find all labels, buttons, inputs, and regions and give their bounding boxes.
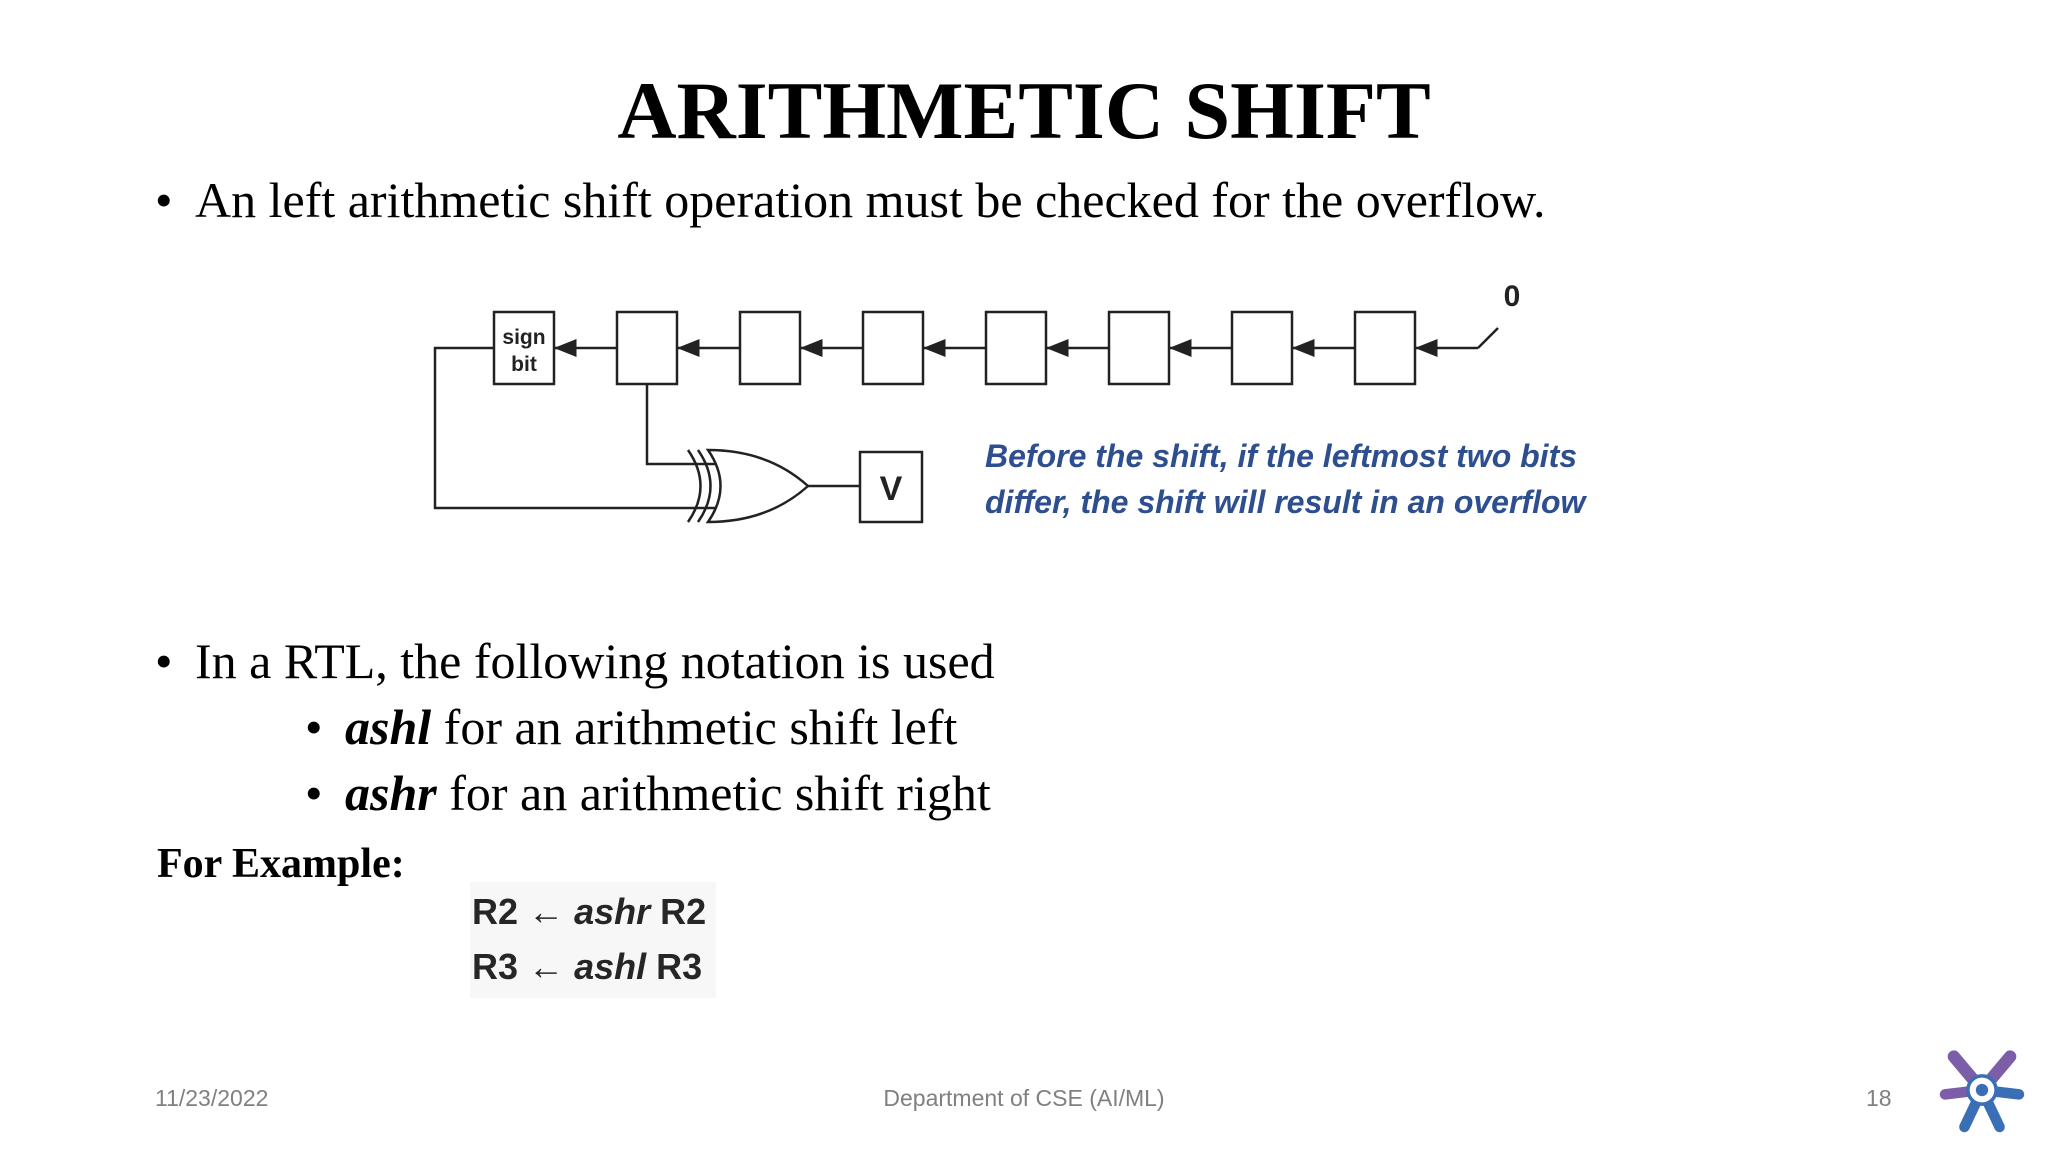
- bullet-text: An left arithmetic shift operation must …: [195, 172, 1546, 228]
- overflow-cell: [858, 450, 924, 524]
- bullet-dot: •: [155, 172, 173, 228]
- overflow-note: Before the shift, if the leftmost two bi…: [985, 438, 1586, 520]
- xor-gate-curve: [696, 449, 712, 523]
- example-src: R2: [660, 891, 707, 932]
- example-op: ashl: [574, 946, 647, 987]
- xor-gate-curve: [686, 449, 702, 523]
- example-line: R3 ← ashl R3: [472, 939, 706, 994]
- institution-logo-icon: [1939, 1050, 2025, 1133]
- term-ashl: ashl: [345, 699, 432, 755]
- example-box: R2 ← ashr R2 R3 ← ashl R3: [470, 882, 717, 998]
- sub-bullet-ashr: • ashr for an arithmetic shift right: [305, 765, 991, 821]
- sub-bullet-ashl: • ashl for an arithmetic shift left: [305, 699, 957, 755]
- bullet-dot: •: [305, 699, 323, 755]
- footer-date: 11/23/2022: [155, 1085, 269, 1111]
- overflow-label: V: [880, 470, 903, 508]
- bullet-dot: •: [305, 765, 323, 821]
- register-cell: [738, 310, 802, 386]
- sub-bullet-text: for an arithmetic shift left: [431, 699, 958, 755]
- input-switch: [1477, 327, 1499, 349]
- bullet-overflow-check: • An left arithmetic shift operation must…: [155, 172, 1545, 228]
- xor-gate: [705, 448, 810, 524]
- arrow-glyph: ←: [528, 946, 565, 987]
- sign-bit-label: sign: [502, 326, 545, 349]
- bullet-dot: •: [155, 633, 173, 689]
- register-cell: [984, 310, 1048, 386]
- register-cell: [1230, 310, 1294, 386]
- footer-department: Department of CSE (AI/ML): [883, 1085, 1165, 1111]
- slide-title: ARITHMETIC SHIFT: [617, 65, 1431, 156]
- register-cell: [1107, 310, 1171, 386]
- arithmetic-shift-diagram: sign bit 0 V: [433, 280, 1521, 524]
- example-line: R2 ← ashr R2: [472, 884, 706, 939]
- example-src: R3: [656, 946, 703, 987]
- term-ashr: ashr: [345, 765, 437, 821]
- arrow-glyph: ←: [528, 891, 565, 932]
- input-zero-label: 0: [1504, 280, 1521, 313]
- register-cell: [615, 310, 679, 386]
- bullet-rtl-notation: • In a RTL, the following notation is use…: [155, 633, 995, 689]
- example-dest: R3: [472, 946, 519, 987]
- footer-page-number: 18: [1866, 1085, 1892, 1111]
- example-op: ashr: [574, 891, 651, 932]
- register-cell: [1353, 310, 1417, 386]
- sign-bit-wire: [433, 346, 721, 510]
- bullet-text: In a RTL, the following notation is used: [195, 633, 995, 689]
- example-dest: R2: [472, 891, 519, 932]
- sign-bit-label: bit: [511, 353, 537, 376]
- register-cell: [861, 310, 925, 386]
- sub-bullet-text: for an arithmetic shift right: [436, 765, 991, 821]
- example-label: For Example:: [157, 841, 405, 887]
